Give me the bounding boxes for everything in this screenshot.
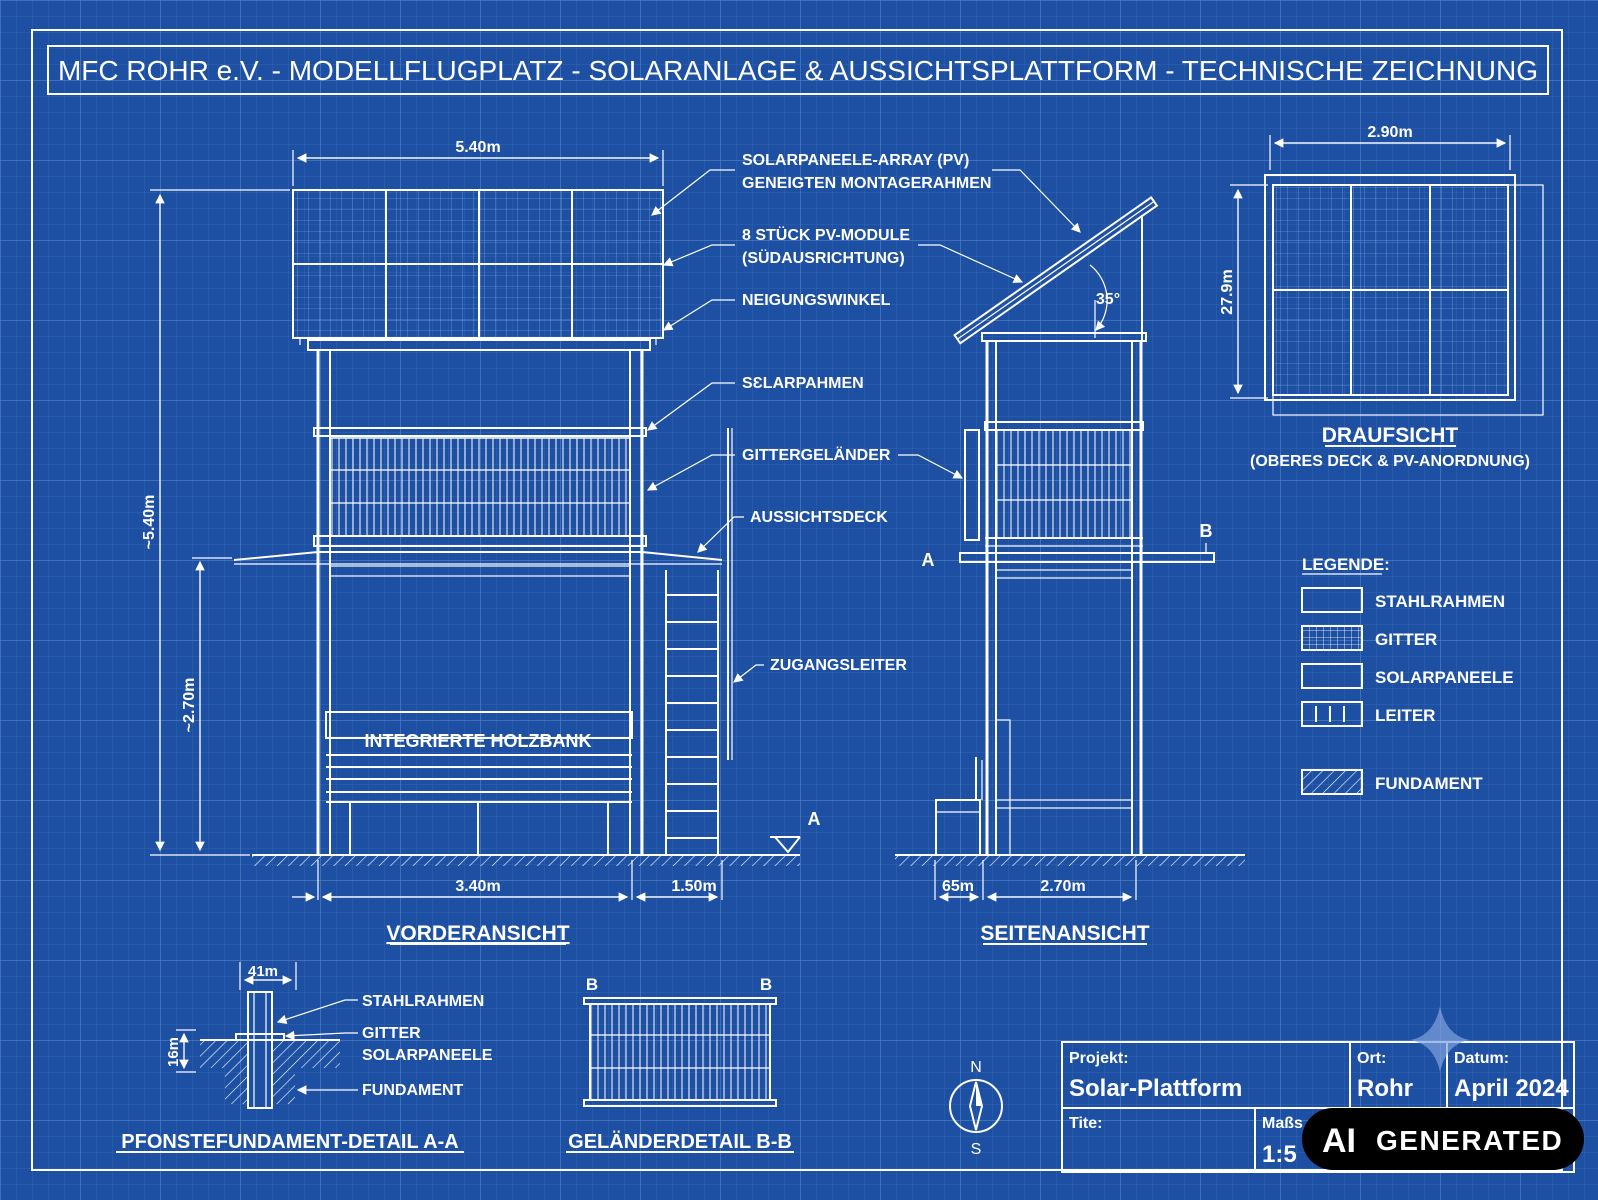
- legend-swatch-foundation: [1301, 769, 1363, 795]
- side-dim-right: 2.70m: [1040, 878, 1085, 895]
- front-railing-mesh: [329, 437, 631, 537]
- legend-item-ladder: LEITER: [1375, 706, 1435, 725]
- project-value: Solar-Plattform: [1069, 1075, 1242, 1102]
- date-value: April 2024: [1454, 1075, 1569, 1102]
- deck-label: AUSSICHTSDECK: [750, 509, 888, 526]
- front-view-caption: VORDERANSICHT: [386, 922, 569, 945]
- foundation-label-mesh: GITTER: [362, 1025, 421, 1042]
- location-label: Ort:: [1357, 1050, 1386, 1067]
- foundation-post: [247, 991, 273, 1109]
- foundation-label-foundation: FUNDAMENT: [362, 1082, 464, 1099]
- side-deck: [959, 552, 1215, 563]
- foundation-dim-width: 41m: [248, 963, 278, 980]
- legend-swatch-solar: [1301, 663, 1363, 689]
- dim-bottom-width: 3.40m: [455, 878, 500, 895]
- ai-generated-badge: AI GENERATED: [1302, 1108, 1584, 1170]
- foundation-label-steel: STAHLRAHMEN: [362, 993, 484, 1010]
- top-view-caption: DRAUFSICHT: [1322, 424, 1459, 447]
- dim-top-width: 5.40m: [455, 139, 500, 156]
- drawing-title: MFC ROHR e.V. - MODELLFLUGPLATZ - SOLARA…: [58, 55, 1538, 86]
- legend-item-foundation: FUNDAMENT: [1375, 774, 1483, 793]
- sparkle-icon: [1410, 1006, 1470, 1072]
- legend-heading: LEGENDE:: [1302, 555, 1390, 574]
- annotations: SOLARPANEELE-ARRAY (PV) GENEIGTEN MONTAG…: [646, 152, 1081, 683]
- side-dim-left: 65m: [942, 878, 974, 895]
- pv-array-label-2: GENEIGTEN MONTAGERAHMEN: [742, 175, 991, 192]
- legend-swatch-ladder: [1301, 701, 1363, 727]
- railing-label: GITTERGELÄNDER: [742, 446, 891, 464]
- badge-generated: GENERATED: [1376, 1125, 1563, 1156]
- dim-ladder-width: 1.50m: [671, 878, 716, 895]
- legend-swatch-steel: [1301, 587, 1363, 613]
- foundation-dim-height: 16m: [165, 1037, 182, 1067]
- railing-detail-caption: GELÄNDERDETAIL B-B: [568, 1130, 792, 1153]
- top-view-subcaption: (OBERES DECK & PV-ANORDNUNG): [1250, 453, 1530, 470]
- title-frame: [47, 45, 1549, 95]
- railing-marker-left: B: [586, 975, 598, 994]
- dim-deck-height: ~2.70m: [181, 678, 198, 733]
- legend-swatch-mesh: [1301, 625, 1363, 651]
- tilt-angle: 35°: [1096, 291, 1120, 308]
- front-deck: [313, 535, 647, 547]
- modules-label-2: (SÜDAUSRICHTUNG): [742, 248, 905, 267]
- compass: N S: [949, 1059, 1003, 1158]
- outer-border: [31, 29, 1563, 1171]
- front-section-marker: A: [808, 809, 821, 829]
- side-railing-mesh: [995, 429, 1133, 539]
- compass-south: S: [971, 1141, 982, 1158]
- date-label: Datum:: [1454, 1050, 1509, 1067]
- project-label: Projekt:: [1069, 1050, 1129, 1067]
- bench-label: INTEGRIERTE HOLZBANK: [365, 731, 592, 751]
- legend: LEGENDE: STAHLRAHMEN GITTER SOLARPANEELE…: [1301, 555, 1514, 795]
- legend-item-mesh: GITTER: [1375, 630, 1437, 649]
- side-marker-b: B: [1200, 521, 1213, 541]
- modules-label-1: 8 STÜCK PV-MODULE: [742, 225, 910, 244]
- scale-label: Maßs: [1262, 1115, 1303, 1132]
- foundation-label-solar: SOLARPANEELE: [362, 1047, 493, 1064]
- railing-marker-right: B: [760, 975, 772, 994]
- railing-detail-mesh: [589, 1003, 771, 1101]
- foundation-detail: 41m 16m STAHLRAHMEN GITTER SOLARPANEELE …: [116, 962, 493, 1153]
- tilt-label: NEIGUNGSWINKEL: [742, 292, 891, 309]
- compass-north: N: [970, 1059, 982, 1076]
- title-label: Tite:: [1069, 1115, 1102, 1132]
- top-dim-width: 2.90m: [1367, 124, 1412, 141]
- side-view: 35° A B: [895, 196, 1245, 945]
- top-dim-height: 27.9m: [1219, 269, 1236, 314]
- legend-item-steel: STAHLRAHMEN: [1375, 592, 1505, 611]
- front-ladder-rungs: [666, 594, 718, 839]
- top-view: 2.90m 27.9m DRAUFSICHT (OBERES DECK & PV…: [1219, 124, 1544, 470]
- pv-array-label-1: SOLARPANEELE-ARRAY (PV): [742, 152, 969, 169]
- legend-item-solar: SOLARPANEELE: [1375, 668, 1514, 687]
- railing-detail: B B GELÄNDERDETAIL B-B: [566, 975, 794, 1153]
- side-marker-a: A: [922, 550, 935, 570]
- foundation-detail-caption: PFONSTEFUNDAMENT-DETAIL A-A: [121, 1131, 458, 1153]
- location-value: Rohr: [1357, 1075, 1413, 1102]
- side-view-caption: SEITENANSICHT: [980, 922, 1149, 945]
- frame-label: SƐLARPAHMEN: [742, 375, 864, 392]
- dim-total-height: ~5.40m: [141, 495, 158, 550]
- holzbank: [325, 711, 633, 739]
- badge-ai: AI: [1322, 1122, 1356, 1160]
- ladder-label: ZUGANGSLEITER: [770, 657, 907, 674]
- title-block: Projekt: Solar-Plattform Ort: Rohr Datum…: [1061, 1041, 1575, 1173]
- scale-value: 1:5: [1262, 1141, 1297, 1168]
- front-view: INTEGRIERTE HOLZBANK 5.40m ~5.40: [141, 139, 821, 945]
